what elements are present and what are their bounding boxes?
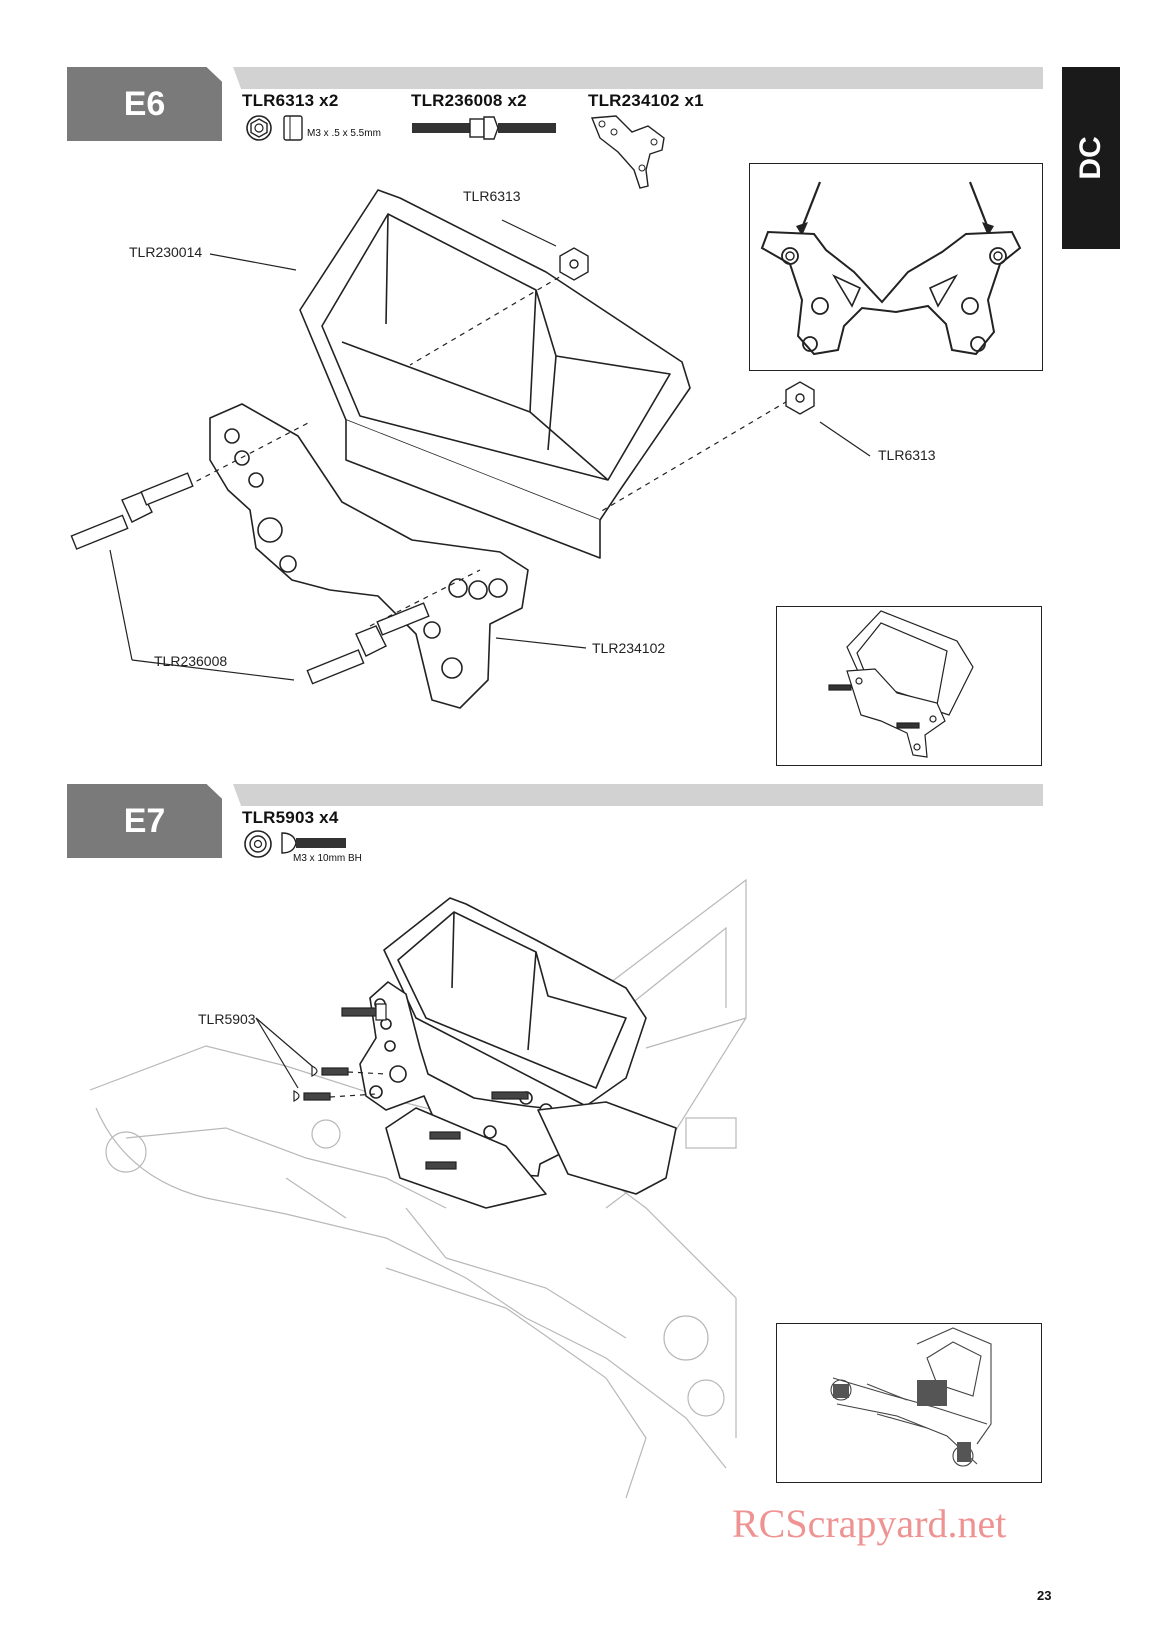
shock-tower-detail [760,181,1022,356]
section-tab-label: DC [1074,136,1107,180]
turnbuckle-icon [412,116,556,140]
callout-nut-top: TLR6313 [463,188,521,204]
watermark-text: RCScrapyard.net [732,1501,1007,1546]
page-number: 23 [1037,1588,1052,1603]
body-mount-part [299,189,691,521]
assembled-view-e6 [828,610,974,758]
part-title: TLR5903 x4 [242,808,339,827]
nut-icon [246,115,272,141]
callout-body-mount: TLR230014 [129,244,203,260]
step-bar-e6 [233,67,1043,89]
washer-icon [244,830,272,858]
callout-nut-right: TLR6313 [878,447,936,463]
part-size: M3 x 10mm BH [293,853,362,864]
callout-screws: TLR5903 [198,1011,256,1027]
callout-turnbuckle: TLR236008 [154,653,228,669]
spacer-icon [283,115,303,141]
shock-tower-part [209,403,529,709]
step-label-e6: E6 [67,67,222,141]
part-title: TLR234102 x1 [588,91,704,110]
callout-shock-tower: TLR234102 [592,640,666,656]
assembly-diagram-e7 [89,878,747,1499]
assembly-diagram-e6 [70,189,871,709]
section-tab: DC [1062,67,1120,249]
step-e6-text: E6 [123,84,166,123]
button-head-screw-icon [281,832,346,854]
assembled-view-e7 [830,1327,992,1467]
assembled-inset-e7 [776,1323,1042,1483]
step-label-e7: E7 [67,784,222,858]
part-title: TLR6313 x2 [242,91,339,110]
shock-tower-icon [590,115,665,189]
step-e7-text: E7 [123,801,166,840]
part-size: M3 x .5 x 5.5mm [307,128,381,139]
assembled-inset-e6 [776,606,1042,766]
step-bar-e7 [233,784,1043,806]
part-title: TLR236008 x2 [411,91,527,110]
detail-inset-shock-tower [749,163,1043,371]
